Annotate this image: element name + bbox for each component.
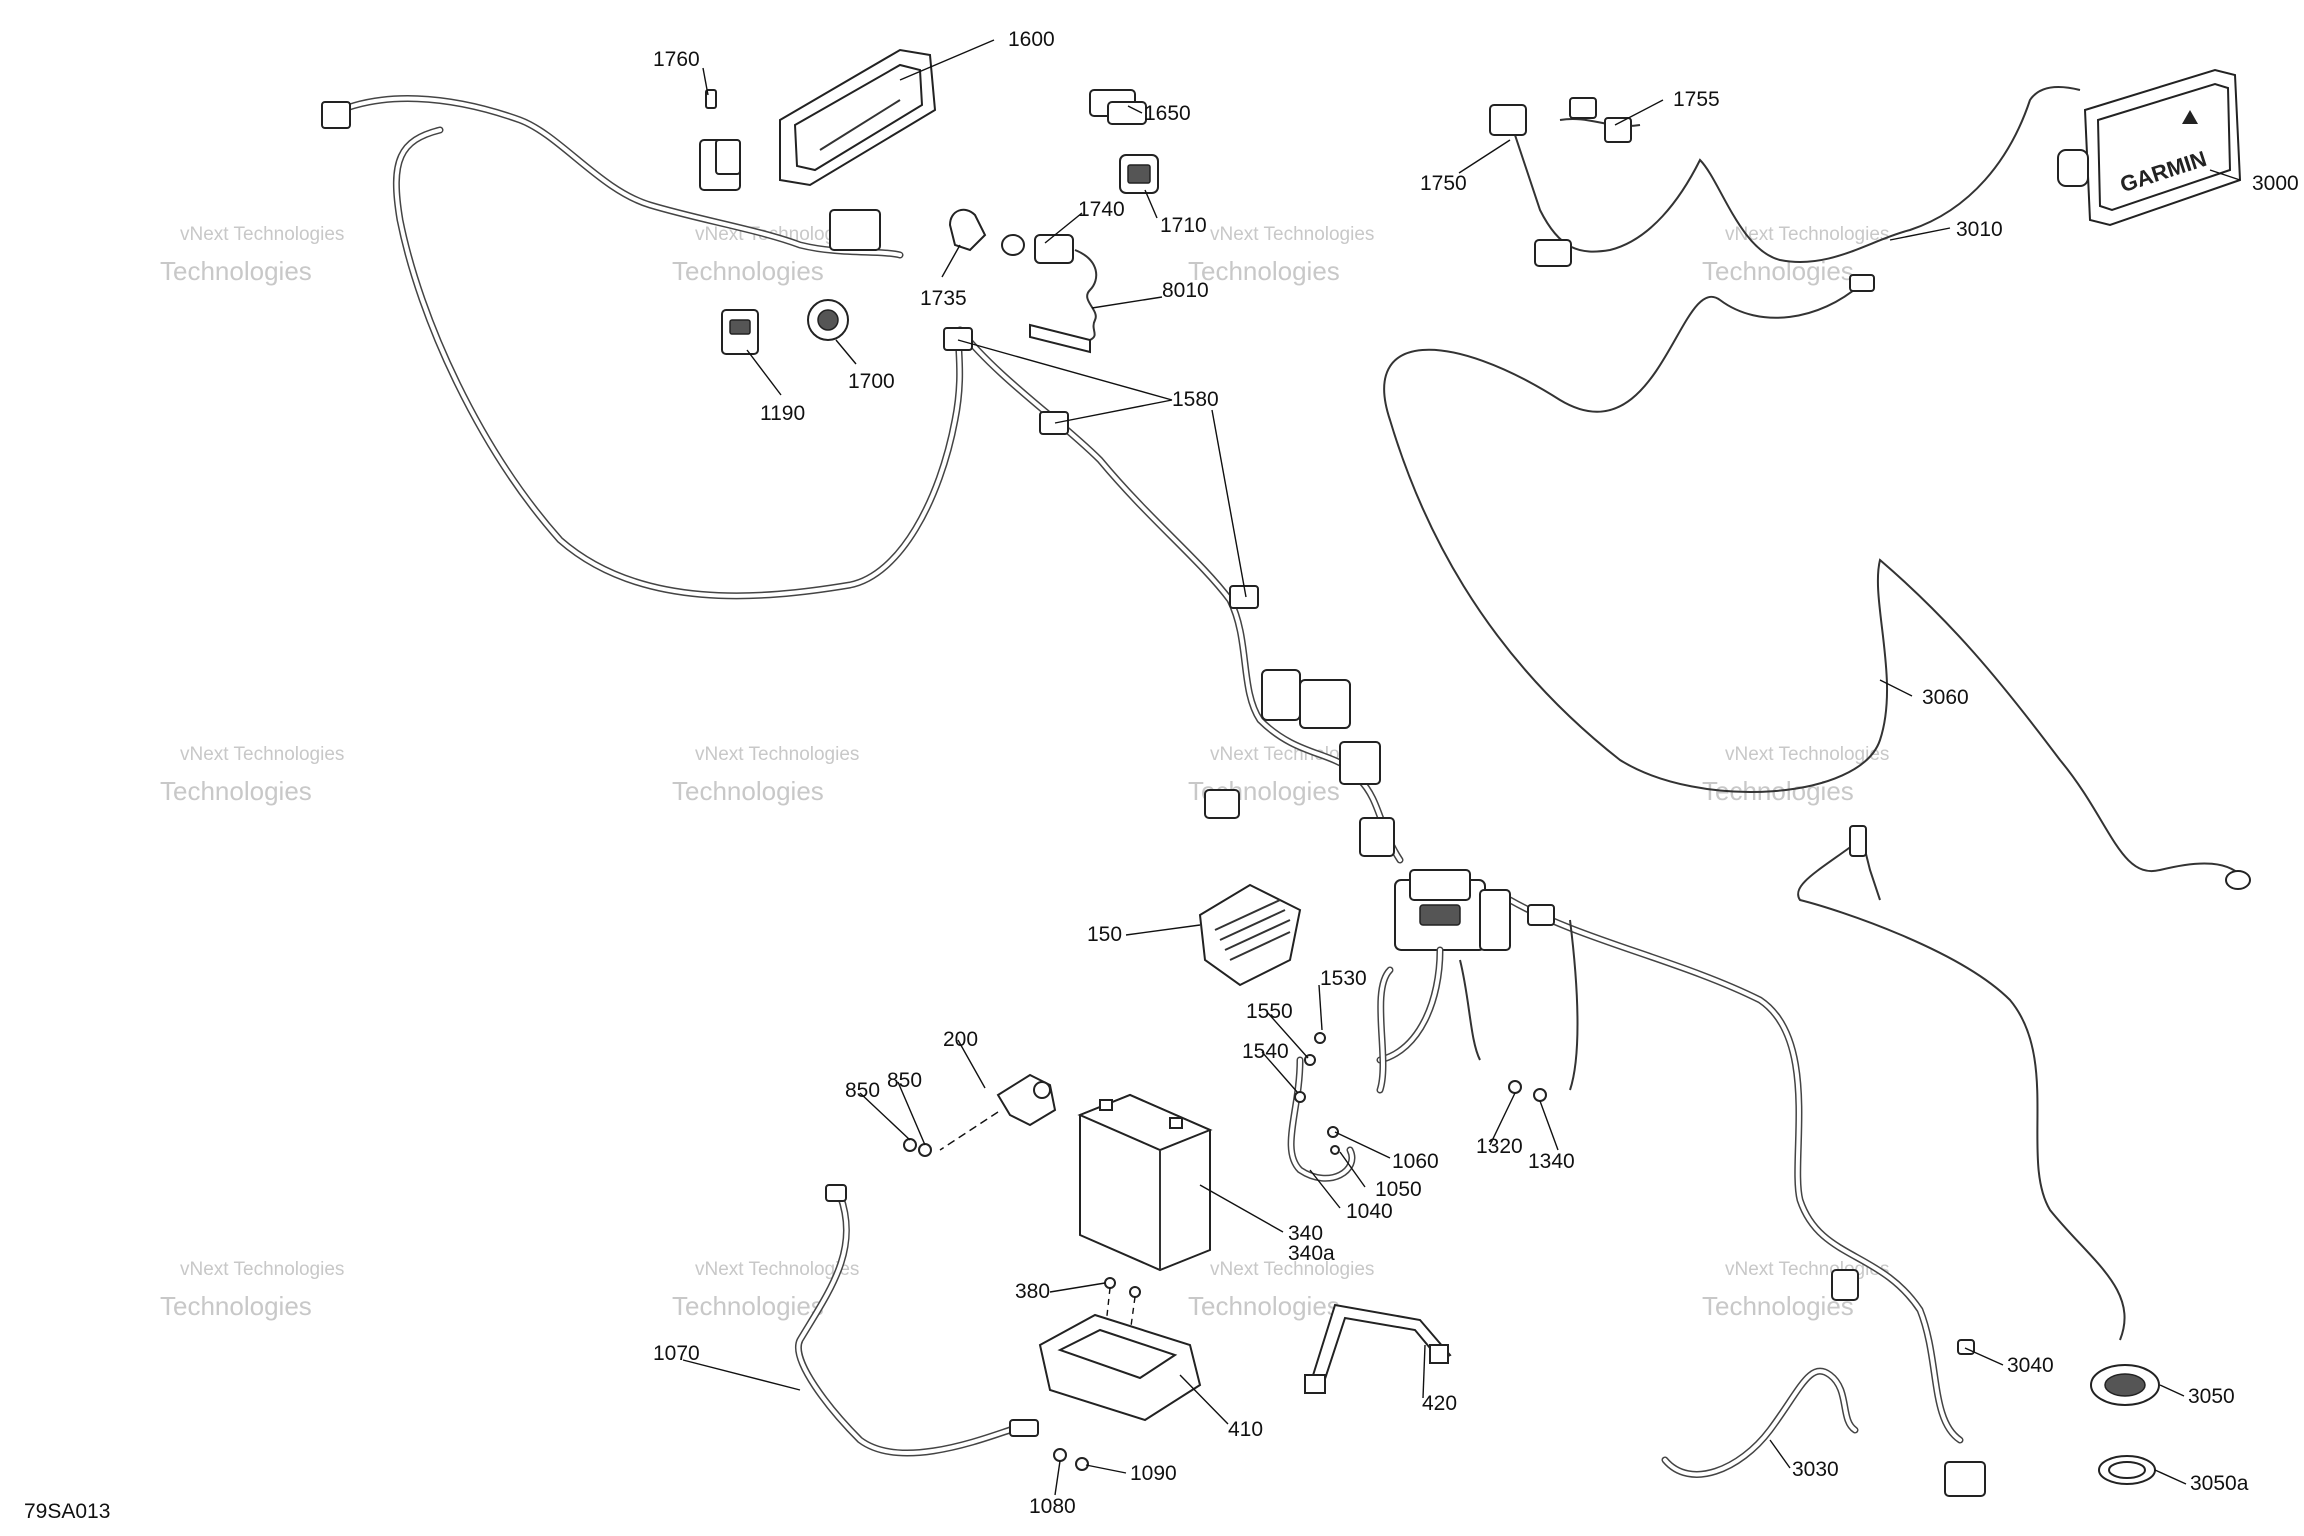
part-label-410: 410 (1228, 1418, 1263, 1441)
watermark: vNext Technologies Technologies (160, 1259, 344, 1321)
part-label-1755: 1755 (1673, 88, 1720, 111)
svg-text:Technologies: Technologies (1188, 1291, 1340, 1321)
part-label-3010: 3010 (1956, 218, 2003, 241)
part-label-8010: 8010 (1162, 279, 1209, 302)
watermark: vNext Technologies Technologies (160, 744, 344, 806)
part-label-1320: 1320 (1476, 1135, 1523, 1158)
part-label-1340: 1340 (1528, 1150, 1575, 1173)
watermark: vNext Technologies Technologies (1702, 1259, 1889, 1321)
part-number-labels: 1600 1760 1650 1740 1710 1735 8010 1700 … (653, 28, 2299, 1518)
svg-text:Technologies: Technologies (1702, 256, 1854, 286)
part-label-1070: 1070 (653, 1342, 700, 1365)
sheet-id: 79SA013 (24, 1500, 110, 1523)
fasteners-1080-1090 (1053, 1448, 1089, 1471)
part-label-1540: 1540 (1242, 1040, 1289, 1063)
watermark: vNext Technologies Technologies (1702, 224, 1889, 286)
svg-text:vNext Technologies: vNext Technologies (1210, 224, 1374, 245)
hold-down-strap-420 (1304, 1303, 1452, 1394)
connector-1190 (721, 309, 759, 355)
gps-harness (1489, 86, 2081, 267)
part-label-340: 340 (1288, 1222, 1323, 1245)
part-label-1580: 1580 (1172, 388, 1219, 411)
part-label-1760: 1760 (653, 48, 700, 71)
part-label-1550: 1550 (1246, 1000, 1293, 1023)
svg-text:Technologies: Technologies (160, 776, 312, 806)
part-label-3000: 3000 (2252, 172, 2299, 195)
svg-text:vNext Technologies: vNext Technologies (180, 744, 344, 765)
part-label-1750: 1750 (1420, 172, 1467, 195)
svg-text:Technologies: Technologies (1702, 1291, 1854, 1321)
mid-connectors (1204, 669, 1395, 857)
part-label-340a: 340a (1288, 1242, 1335, 1265)
leader-lines (682, 39, 2241, 1496)
svg-text:vNext Technologies: vNext Technologies (180, 224, 344, 245)
voltage-regulator-150 (1198, 883, 1302, 987)
connector-1700 (807, 299, 849, 341)
part-label-3040: 3040 (2007, 1354, 2054, 1377)
part-label-1700: 1700 (848, 370, 895, 393)
part-label-1080: 1080 (1029, 1495, 1076, 1518)
harness-clips-1580 (943, 327, 1259, 609)
ground-cable-1040 (1287, 1032, 1356, 1182)
garmin-gps-unit: GARMIN (2057, 68, 2242, 227)
watermark: vNext Technologies Technologies (160, 224, 344, 286)
part-label-1740: 1740 (1078, 198, 1125, 221)
cable-3030 (1661, 1367, 1859, 1478)
part-label-850-right: 850 (887, 1069, 922, 1092)
part-label-1040: 1040 (1346, 1200, 1393, 1223)
watermark: vNext Technologies Technologies (672, 744, 859, 806)
light-socket-1735 (948, 208, 987, 252)
part-label-3050: 3050 (2188, 1385, 2235, 1408)
svg-text:vNext Technologies: vNext Technologies (695, 744, 859, 765)
watermark: vNext Technologies Technologies (1188, 224, 1374, 286)
svg-text:vNext Technologies: vNext Technologies (1725, 224, 1889, 245)
part-label-200: 200 (943, 1028, 978, 1051)
part-label-3060: 3060 (1922, 686, 1969, 709)
switch-assembly (1001, 234, 1098, 354)
svg-text:Technologies: Technologies (1188, 256, 1340, 286)
fuse-box (1376, 869, 1579, 1094)
svg-text:Technologies: Technologies (160, 256, 312, 286)
svg-text:Technologies: Technologies (160, 1291, 312, 1321)
part-label-1060: 1060 (1392, 1150, 1439, 1173)
watermark: vNext Technologies Technologies (1702, 744, 1889, 806)
bolts-1320-1340 (1508, 1080, 1547, 1102)
svg-text:Technologies: Technologies (672, 1291, 824, 1321)
connector-1650 (1089, 89, 1147, 125)
part-label-1190: 1190 (760, 402, 805, 425)
nuts-850 (903, 1138, 932, 1157)
cable-3060 (1383, 274, 2251, 890)
part-label-420: 420 (1422, 1392, 1457, 1415)
speaker-cable (1797, 825, 2160, 1485)
part-label-1600: 1600 (1008, 28, 1055, 51)
battery-cable-1070 (795, 1184, 1039, 1457)
svg-text:vNext Technologies: vNext Technologies (1725, 744, 1889, 765)
part-label-3050a: 3050a (2190, 1472, 2249, 1495)
solenoid-200 (939, 1073, 1057, 1151)
part-label-3030: 3030 (1792, 1458, 1839, 1481)
rear-harness (1506, 896, 1986, 1497)
part-label-1050: 1050 (1375, 1178, 1422, 1201)
battery-tray-410 (1038, 1313, 1202, 1422)
svg-text:vNext Technologies: vNext Technologies (1210, 1259, 1374, 1280)
battery-340 (1077, 1093, 1213, 1272)
watermarks: vNext Technologies Technologies vNext Te… (160, 224, 1889, 1321)
svg-text:Technologies: Technologies (672, 256, 824, 286)
part-label-1735: 1735 (920, 287, 967, 310)
part-label-150: 150 (1087, 923, 1122, 946)
svg-text:vNext Technologies: vNext Technologies (180, 1259, 344, 1280)
svg-text:vNext Technologies: vNext Technologies (695, 1259, 859, 1280)
part-label-850-left: 850 (845, 1079, 880, 1102)
part-label-1650: 1650 (1144, 102, 1191, 125)
part-label-1090: 1090 (1130, 1462, 1177, 1485)
part-label-380: 380 (1015, 1280, 1050, 1303)
watermark: vNext Technologies Technologies (672, 1259, 859, 1321)
svg-text:Technologies: Technologies (672, 776, 824, 806)
part-label-1710: 1710 (1160, 214, 1207, 237)
instrument-cluster (779, 48, 937, 187)
watermark: vNext Technologies Technologies (1188, 1259, 1374, 1321)
connector-1710 (1119, 154, 1159, 194)
part-label-1530: 1530 (1320, 967, 1367, 990)
